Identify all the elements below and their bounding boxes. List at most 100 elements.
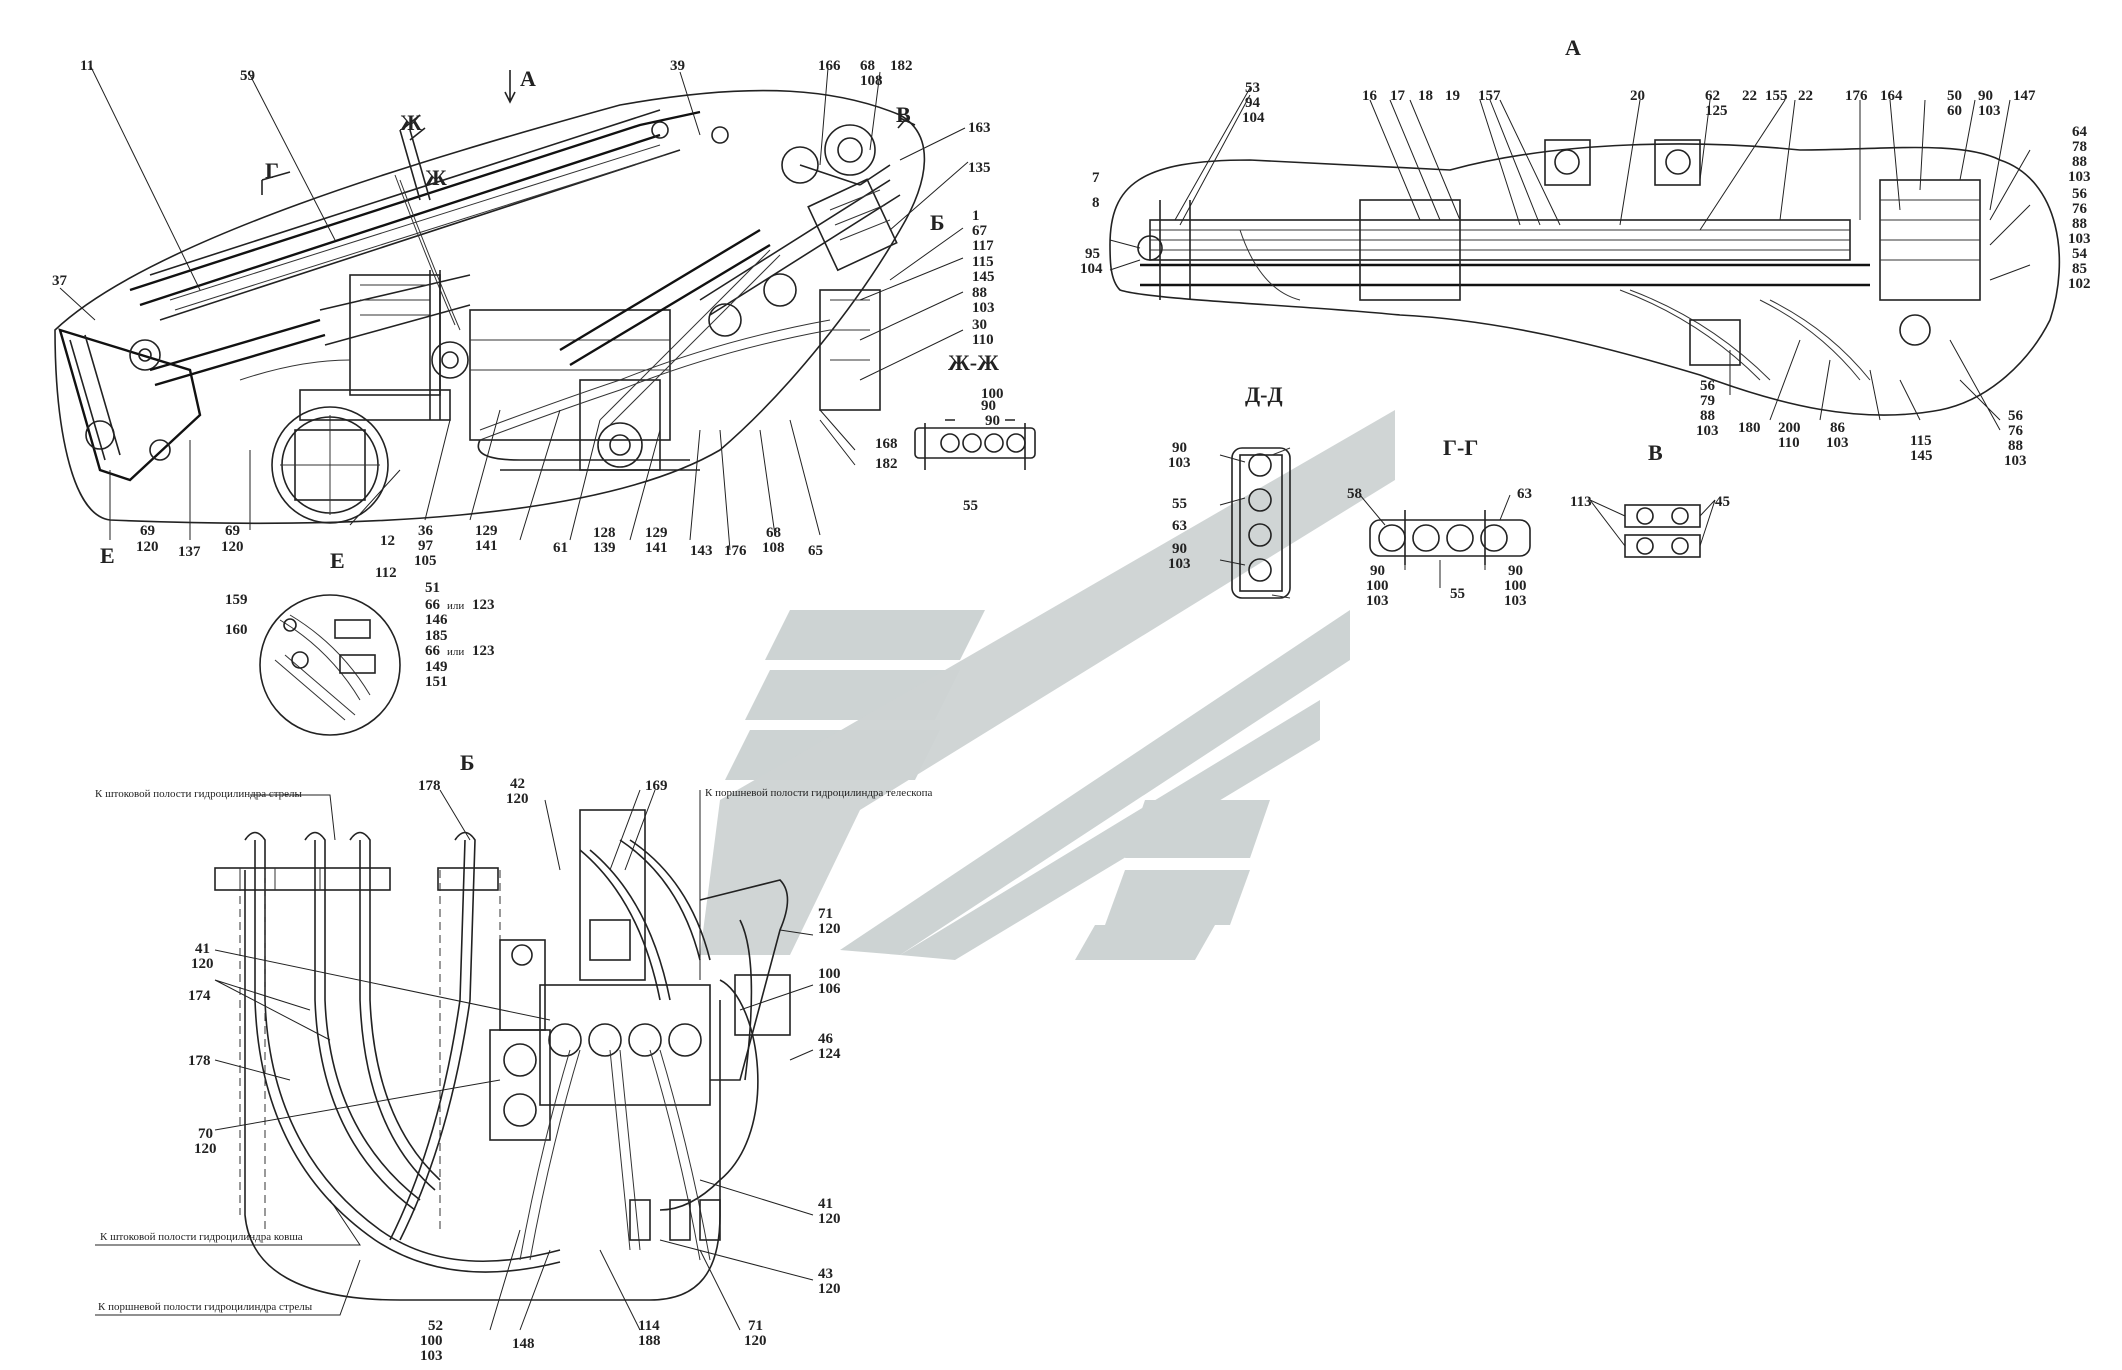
callout-number: 115 — [1910, 433, 1932, 449]
callout-number: 108 — [860, 73, 883, 89]
callout-number: 104 — [1080, 261, 1103, 277]
callout-number: 52 — [428, 1318, 443, 1334]
section-title-d-d: Д-Д — [1245, 382, 1283, 407]
callout-number: 103 — [1826, 435, 1849, 451]
callout-number: 113 — [1570, 494, 1592, 510]
callout-number: 103 — [2004, 453, 2027, 469]
view-letter-g: Г — [265, 158, 279, 183]
section-g-g — [1369, 510, 1531, 565]
section-d-d — [1231, 447, 1291, 599]
callout-number: 63 — [1172, 518, 1187, 534]
detail-e — [259, 594, 401, 736]
view-title-a: А — [1565, 35, 1581, 60]
callout-number: 159 — [225, 592, 248, 608]
callout-number: 145 — [1910, 448, 1933, 464]
callout-number: 78 — [2072, 139, 2087, 155]
view-a-plan — [1109, 139, 2061, 416]
callout-number: 120 — [818, 921, 841, 937]
view-letter-zh-2: Ж — [425, 165, 447, 190]
note-rod-bucket: К штоковой полости гидроцилиндра ковша — [100, 1231, 303, 1243]
callout-number: 63 — [1517, 486, 1532, 502]
callout-labels: А Ж Ж Г В Б Е Ж-Ж Е А Д-Д Г-Г В Б 11 59 … — [52, 35, 2091, 1364]
watermark-logo — [700, 410, 1395, 960]
callout-number: 180 — [1738, 420, 1761, 436]
callout-number: 90 — [1508, 563, 1523, 579]
callout-number: 135 — [968, 160, 991, 176]
callout-number: 106 — [818, 981, 841, 997]
callout-number: 139 — [593, 540, 616, 556]
callout-number: 176 — [724, 543, 747, 559]
callout-number: 19 — [1445, 88, 1460, 104]
callout-number: 90 — [981, 398, 996, 414]
view-title-v: В — [1648, 440, 1663, 465]
callout-number: 103 — [1168, 455, 1191, 471]
view-letter-b: Б — [930, 210, 945, 235]
callout-number: 65 — [808, 543, 823, 559]
callout-number: 94 — [1245, 95, 1261, 111]
callout-number: 120 — [194, 1141, 217, 1157]
callout-number: 103 — [2068, 231, 2091, 247]
callout-number: 200 — [1778, 420, 1801, 436]
callout-number: 90 — [1172, 440, 1187, 456]
note-piston-boom: К поршневой полости гидроцилиндра стрелы — [98, 1301, 313, 1313]
callout-number: 97 — [418, 538, 434, 554]
callout-number: 100 — [818, 966, 841, 982]
callout-number: 103 — [2068, 169, 2091, 185]
section-title-g-g: Г-Г — [1443, 435, 1478, 460]
callout-number: 103 — [420, 1348, 443, 1364]
callout-number: 56 — [1700, 378, 1716, 394]
callout-number: 37 — [52, 273, 68, 289]
callout-number: 20 — [1630, 88, 1645, 104]
callout-number: 64 — [2072, 124, 2088, 140]
callout-number: 42 — [510, 776, 525, 792]
callout-number: или — [447, 646, 464, 658]
callout-number: 120 — [818, 1281, 841, 1297]
note-piston-tele: К поршневой полости гидроцилиндра телеск… — [705, 787, 932, 799]
callout-number: 188 — [638, 1333, 661, 1349]
callout-number: 51 — [425, 580, 440, 596]
callout-number: 176 — [1845, 88, 1868, 104]
callout-number: 160 — [225, 622, 248, 638]
callout-number: 182 — [875, 456, 898, 472]
callout-number: 18 — [1418, 88, 1433, 104]
callout-number: 155 — [1765, 88, 1788, 104]
callout-number: 85 — [2072, 261, 2087, 277]
callout-number: 55 — [1450, 586, 1465, 602]
callout-number: 168 — [875, 436, 898, 452]
callout-number: 71 — [748, 1318, 763, 1334]
callout-number: 88 — [1700, 408, 1715, 424]
callout-number: 12 — [380, 533, 395, 549]
callout-number: 11 — [80, 58, 94, 74]
callout-number: 120 — [744, 1333, 767, 1349]
section-title-zh-zh: Ж-Ж — [948, 350, 999, 375]
callout-number: 56 — [2072, 186, 2088, 202]
callout-number: 55 — [963, 498, 978, 514]
note-rod-boom: К штоковой полости гидроцилиндра стрелы — [95, 788, 303, 800]
callout-number: 149 — [425, 659, 448, 675]
callout-number: 66 — [425, 597, 441, 613]
callout-number: 67 — [972, 223, 988, 239]
callout-number: 103 — [1696, 423, 1719, 439]
callout-number: 137 — [178, 544, 201, 560]
callout-number: 166 — [818, 58, 841, 74]
callout-number: 128 — [593, 525, 616, 541]
view-letter-zh: Ж — [400, 110, 422, 135]
callout-number: 117 — [972, 238, 994, 254]
callout-number: 129 — [475, 523, 498, 539]
callout-number: 7 — [1092, 170, 1100, 186]
callout-number: 22 — [1798, 88, 1813, 104]
callout-number: 68 — [766, 525, 781, 541]
callout-number: 36 — [418, 523, 434, 539]
callout-number: 104 — [1242, 110, 1265, 126]
callout-number: 69 — [225, 523, 240, 539]
callout-number: 88 — [972, 285, 987, 301]
callout-number: 70 — [198, 1126, 213, 1142]
callout-number: 102 — [2068, 276, 2091, 292]
callout-number: 76 — [2008, 423, 2024, 439]
callout-number: 60 — [1947, 103, 1962, 119]
callout-number: 103 — [1366, 593, 1389, 609]
callout-number: 105 — [414, 553, 437, 569]
callout-number: 103 — [1978, 103, 2001, 119]
callout-number: 120 — [191, 956, 214, 972]
callout-number: 164 — [1880, 88, 1903, 104]
